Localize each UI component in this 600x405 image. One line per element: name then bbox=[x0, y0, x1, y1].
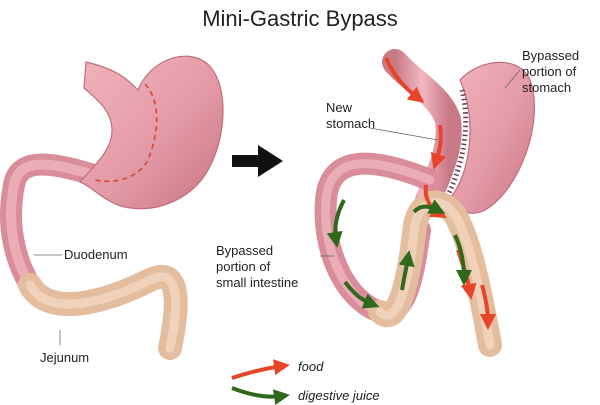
stomach-shape bbox=[78, 55, 224, 210]
legend-juice-label: digestive juice bbox=[298, 388, 380, 403]
cut-line bbox=[94, 83, 158, 183]
food-arrow-1 bbox=[384, 57, 425, 103]
bypassed-stomach-shape bbox=[449, 61, 535, 214]
juice-arrow-4 bbox=[412, 199, 446, 214]
food-arrow-5 bbox=[479, 284, 496, 330]
label-jejunum: Jejunum bbox=[40, 350, 90, 365]
juice-arrow-1 bbox=[326, 199, 346, 248]
label-duodenum: Duodenum bbox=[64, 247, 128, 262]
new-stomach-leader bbox=[369, 127, 439, 141]
original-anatomy bbox=[0, 55, 224, 360]
jejunum-shape bbox=[18, 264, 188, 360]
label-bypassed-stomach: Bypassed portion of stomach bbox=[522, 48, 580, 95]
bypassed-stomach-leader bbox=[504, 69, 521, 89]
juice-arrow-5 bbox=[453, 234, 472, 286]
diagram-title: Mini-Gastric Bypass bbox=[202, 6, 398, 31]
legend-food-arrow bbox=[231, 359, 290, 380]
label-bypassed-intestine: Bypassed portion of small intestine bbox=[216, 243, 299, 290]
juice-arrow-2 bbox=[343, 280, 380, 309]
staple-line bbox=[445, 89, 469, 197]
transform-arrow bbox=[232, 145, 283, 177]
juice-arrow-3 bbox=[398, 250, 415, 291]
label-new-stomach: New stomach bbox=[326, 100, 376, 131]
legend-juice-arrow bbox=[231, 386, 290, 405]
legend-food-label: food bbox=[298, 359, 324, 374]
food-arrow-2 bbox=[430, 124, 447, 170]
bypass-anatomy bbox=[314, 49, 535, 357]
